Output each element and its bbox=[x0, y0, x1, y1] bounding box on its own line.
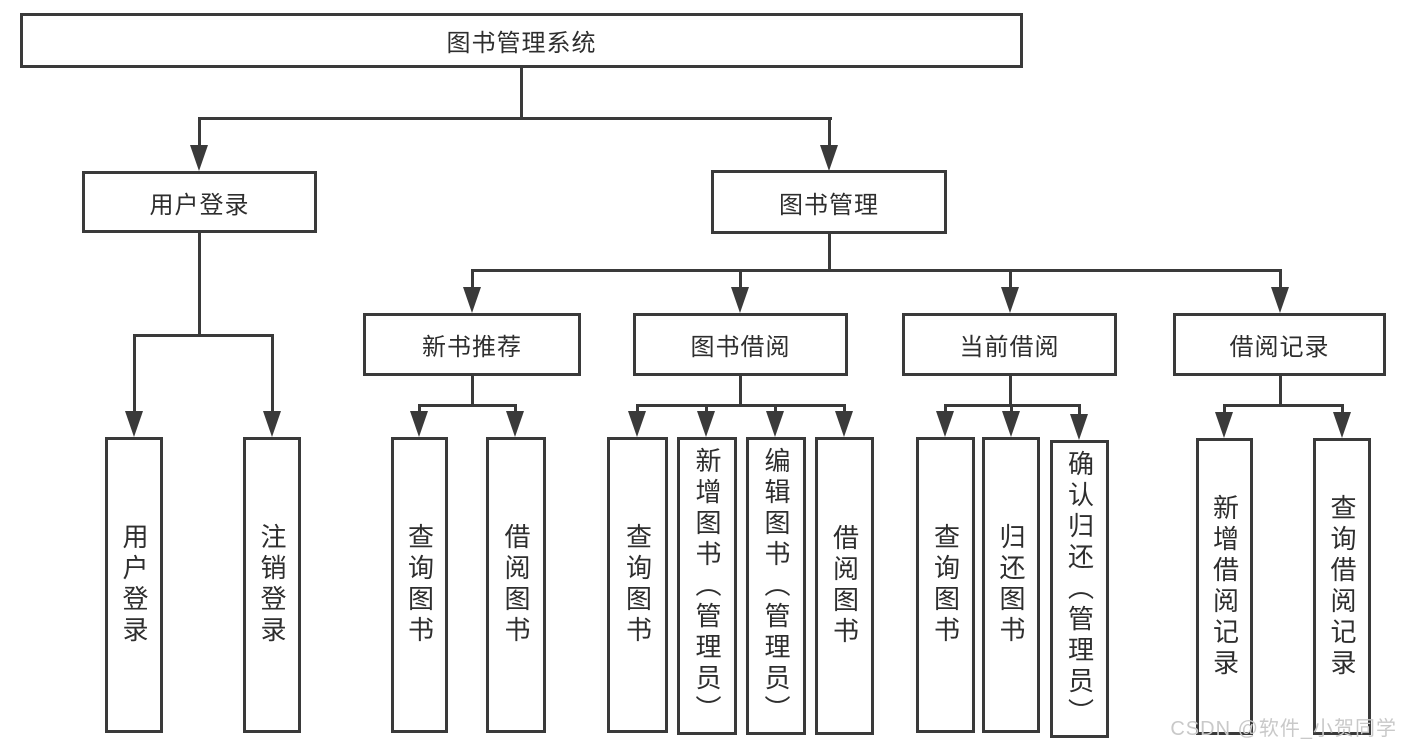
node-book-borrow: 图书借阅 bbox=[633, 313, 848, 376]
node-leaf-return-books: 归还图书 bbox=[982, 437, 1040, 733]
node-leaf-query-books-borrow: 查询图书 bbox=[607, 437, 668, 733]
connector-user-login-trunk bbox=[198, 233, 201, 336]
node-book-management-label: 图书管理 bbox=[779, 191, 879, 219]
connector-stem bbox=[198, 117, 201, 147]
node-new-book-recommend: 新书推荐 bbox=[363, 313, 581, 376]
connector-stem bbox=[1078, 404, 1081, 418]
arrow-down-icon bbox=[936, 411, 954, 437]
connector-stem bbox=[739, 269, 742, 291]
node-leaf-edit-books-admin-label: 编辑图书（管理员） bbox=[761, 446, 791, 726]
node-leaf-add-books-admin: 新增图书（管理员） bbox=[677, 437, 737, 735]
node-leaf-query-books-current-label: 查询图书 bbox=[930, 523, 961, 647]
arrow-down-icon bbox=[410, 411, 428, 437]
node-leaf-user-login-label: 用户登录 bbox=[119, 523, 149, 647]
node-borrow-records-label: 借阅记录 bbox=[1229, 334, 1330, 361]
arrow-down-icon bbox=[1002, 411, 1020, 437]
connector-stem bbox=[1279, 269, 1282, 291]
node-leaf-confirm-return-admin: 确认归还（管理员） bbox=[1050, 440, 1109, 738]
connector-book-borrow-trunk bbox=[739, 376, 742, 407]
arrow-down-icon bbox=[263, 411, 281, 437]
node-borrow-records: 借阅记录 bbox=[1173, 313, 1386, 376]
arrow-down-icon bbox=[1001, 287, 1019, 313]
node-leaf-borrow-books-recommend-label: 借阅图书 bbox=[501, 523, 531, 647]
connector-stem bbox=[636, 404, 639, 416]
node-leaf-logout: 注销登录 bbox=[243, 437, 301, 733]
arrow-down-icon bbox=[628, 411, 646, 437]
node-leaf-user-login: 用户登录 bbox=[105, 437, 163, 733]
connector-stem bbox=[133, 334, 136, 414]
connector-borrow-records-rail bbox=[1223, 404, 1343, 407]
arrow-down-icon bbox=[766, 411, 784, 437]
node-leaf-add-borrow-record-label: 新增借阅记录 bbox=[1209, 493, 1240, 680]
node-leaf-confirm-return-admin-label: 确认归还（管理员） bbox=[1064, 449, 1095, 729]
connector-stem bbox=[418, 404, 421, 416]
connector-stem bbox=[1223, 404, 1226, 416]
node-leaf-query-borrow-record: 查询借阅记录 bbox=[1313, 438, 1371, 735]
connector-stem bbox=[271, 334, 274, 414]
node-new-book-recommend-label: 新书推荐 bbox=[422, 334, 522, 361]
connector-current-borrow-trunk bbox=[1009, 376, 1012, 407]
arrow-down-icon bbox=[835, 411, 853, 437]
node-leaf-add-books-admin-label: 新增图书（管理员） bbox=[692, 446, 722, 726]
arrow-down-icon bbox=[697, 411, 715, 437]
node-leaf-borrow-books-borrow-label: 借阅图书 bbox=[829, 524, 860, 648]
node-current-borrow: 当前借阅 bbox=[902, 313, 1117, 376]
arrow-down-icon bbox=[506, 411, 524, 437]
connector-stem bbox=[705, 404, 708, 416]
connector-borrow-records-trunk bbox=[1279, 376, 1282, 407]
node-leaf-query-books-current: 查询图书 bbox=[916, 437, 975, 733]
arrow-down-icon bbox=[1333, 412, 1351, 438]
connector-stem bbox=[944, 404, 947, 416]
node-user-login-label: 用户登录 bbox=[149, 191, 250, 219]
arrow-down-icon bbox=[463, 287, 481, 313]
node-leaf-borrow-books-recommend: 借阅图书 bbox=[486, 437, 546, 733]
node-root: 图书管理系统 bbox=[20, 13, 1023, 68]
node-leaf-logout-label: 注销登录 bbox=[257, 523, 287, 647]
connector-stem bbox=[1341, 404, 1344, 416]
node-leaf-edit-books-admin: 编辑图书（管理员） bbox=[746, 437, 806, 735]
node-current-borrow-label: 当前借阅 bbox=[959, 334, 1060, 361]
node-leaf-add-borrow-record: 新增借阅记录 bbox=[1196, 438, 1253, 735]
connector-root-trunk bbox=[520, 67, 523, 119]
node-leaf-query-books-recommend: 查询图书 bbox=[391, 437, 448, 733]
node-leaf-borrow-books-borrow: 借阅图书 bbox=[815, 437, 874, 735]
connector-stem bbox=[1010, 404, 1013, 416]
connector-stem bbox=[843, 404, 846, 416]
node-leaf-return-books-label: 归还图书 bbox=[996, 523, 1026, 647]
arrow-down-icon bbox=[1271, 287, 1289, 313]
connector-level1-rail bbox=[198, 117, 832, 120]
arrow-down-icon bbox=[125, 411, 143, 437]
connector-user-login-rail bbox=[133, 334, 274, 337]
connector-new-book-rail bbox=[419, 404, 517, 407]
connector-stem bbox=[471, 269, 474, 291]
arrow-down-icon bbox=[1215, 412, 1233, 438]
node-user-login: 用户登录 bbox=[82, 171, 317, 233]
connector-book-management-trunk bbox=[828, 234, 831, 272]
csdn-watermark: CSDN @软件_小贺同学 bbox=[1170, 718, 1397, 740]
node-book-management: 图书管理 bbox=[711, 170, 947, 234]
arrow-down-icon bbox=[190, 145, 208, 171]
connector-new-book-trunk bbox=[471, 376, 474, 407]
arrow-down-icon bbox=[1070, 414, 1088, 440]
connector-stem bbox=[514, 404, 517, 416]
node-leaf-query-books-borrow-label: 查询图书 bbox=[622, 523, 653, 647]
arrow-down-icon bbox=[820, 145, 838, 171]
connector-stem bbox=[1009, 269, 1012, 291]
node-leaf-query-borrow-record-label: 查询借阅记录 bbox=[1327, 493, 1357, 680]
connector-level2-rail bbox=[471, 269, 1282, 272]
connector-book-borrow-rail bbox=[636, 404, 846, 407]
node-leaf-query-books-recommend-label: 查询图书 bbox=[404, 523, 435, 647]
arrow-down-icon bbox=[731, 287, 749, 313]
connector-stem bbox=[774, 404, 777, 416]
node-book-borrow-label: 图书借阅 bbox=[690, 334, 791, 361]
node-root-label: 图书管理系统 bbox=[446, 30, 597, 57]
connector-stem bbox=[828, 117, 831, 147]
